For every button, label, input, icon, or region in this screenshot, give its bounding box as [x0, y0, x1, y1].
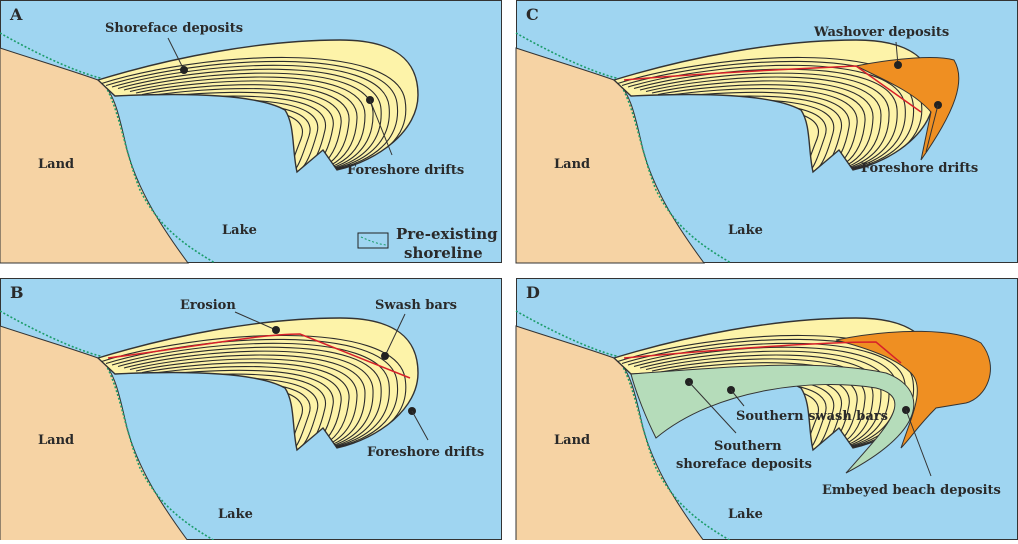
panel-d: D Southern swash bars Southern shoreface…: [515, 278, 1018, 542]
label-shoreface: Shoreface deposits: [105, 21, 243, 36]
label-swash: Swash bars: [375, 298, 457, 313]
panel-letter: D: [526, 283, 540, 302]
label-land: Land: [554, 433, 590, 448]
lamina-line: [627, 342, 906, 450]
legend-line1: Pre-existing: [396, 225, 498, 243]
label-southern-shoreface-1: Southern: [714, 439, 782, 454]
label-land: Land: [38, 157, 74, 172]
label-southern-swash: Southern swash bars: [736, 409, 888, 424]
label-land: Land: [38, 433, 74, 448]
label-washover: Washover deposits: [813, 25, 949, 40]
washover-deposits: [854, 57, 960, 161]
lamina-line: [99, 334, 407, 450]
erosion-line: [107, 333, 411, 379]
panel-letter: A: [9, 5, 23, 24]
erosion-line: [623, 341, 902, 364]
legend-line2: shoreline: [404, 244, 483, 262]
label-foreshore: Foreshore drifts: [367, 445, 484, 460]
label-erosion: Erosion: [180, 298, 236, 313]
panel-b: B Erosion Swash bars Foreshore drifts La…: [0, 278, 502, 542]
label-southern-shoreface-2: shoreface deposits: [676, 457, 812, 472]
washover-deposits: [835, 330, 991, 449]
panel-c: C Washover deposits Foreshore drifts Lan…: [515, 0, 1018, 264]
lamina-line: [111, 64, 390, 172]
legend-swatch: [357, 232, 389, 249]
label-land: Land: [554, 157, 590, 172]
label-lake: Lake: [728, 507, 763, 522]
lamina-line: [99, 56, 407, 172]
erosion-line: [623, 65, 922, 113]
label-lake: Lake: [222, 223, 257, 238]
panel-letter: B: [10, 283, 24, 302]
label-lake: Lake: [218, 507, 253, 522]
lamina-line: [111, 342, 390, 450]
label-embeyed: Embeyed beach deposits: [822, 483, 1001, 498]
lamina-line: [105, 60, 398, 172]
marker-dot: [180, 66, 188, 74]
lamina-line: [627, 64, 906, 172]
southern-swash-bars: [630, 364, 915, 474]
panel-a: A Shoreface deposits Foreshore drifts La…: [0, 0, 502, 264]
label-lake: Lake: [728, 223, 763, 238]
label-foreshore: Foreshore drifts: [347, 163, 464, 178]
panel-letter: C: [526, 5, 539, 24]
legend: Pre-existing shoreline: [357, 225, 498, 262]
label-foreshore: Foreshore drifts: [861, 161, 978, 176]
